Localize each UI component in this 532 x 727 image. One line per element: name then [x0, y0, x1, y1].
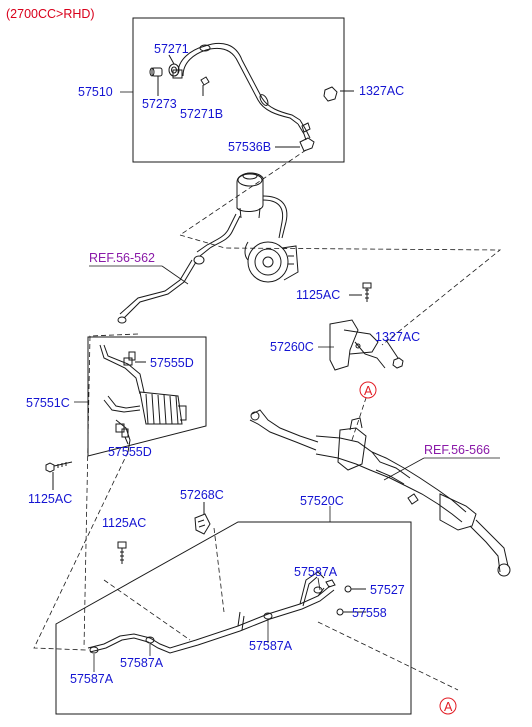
part-label-1125AC-left: 1125AC	[28, 492, 72, 506]
clip-57271B	[200, 76, 210, 96]
part-label-57260C: 57260C	[270, 340, 314, 354]
part-label-57555D-top: 57555D	[150, 356, 194, 370]
diagram-title: (2700CC>RHD)	[6, 7, 95, 21]
part-label-57273: 57273	[142, 97, 177, 111]
clamp-57555D-bottom	[115, 423, 129, 445]
part-label-57551C: 57551C	[26, 396, 70, 410]
part-label-57510: 57510	[78, 85, 113, 99]
power-steering-pump	[244, 241, 299, 283]
marker-a-top-label: A	[364, 384, 373, 398]
part-label-57587A-mid: 57587A	[120, 656, 164, 670]
bolt-1327AC-top	[323, 86, 354, 102]
bolt-1125AC-left	[45, 461, 73, 490]
ref-566-leader	[383, 457, 500, 481]
part-label-57558: 57558	[352, 606, 387, 620]
reference-56-562: REF.56-562	[89, 251, 155, 265]
return-pipe-57520C	[87, 571, 336, 654]
part-label-57271: 57271	[154, 42, 189, 56]
ref-562-leader	[89, 265, 189, 285]
part-label-57527: 57527	[370, 583, 405, 597]
connection-lines-bottom	[33, 451, 459, 691]
part-label-57268C: 57268C	[180, 488, 224, 502]
return-hose-57510	[172, 42, 311, 141]
label-leaders	[93, 577, 321, 672]
part-label-57587A-left: 57587A	[70, 672, 114, 686]
marker-a-bottom: A	[439, 697, 457, 715]
part-label-1125AC-bottom: 1125AC	[102, 516, 146, 530]
part-label-57555D-bottom: 57555D	[108, 445, 152, 459]
bolt-1125AC-bottom	[117, 541, 127, 564]
part-label-57271B: 57271B	[180, 107, 223, 121]
box-57520C	[55, 506, 412, 715]
clamp-57555D-top	[123, 351, 146, 366]
marker-a-top: A	[359, 381, 377, 399]
pressure-hose	[117, 213, 241, 324]
reservoir	[236, 172, 288, 239]
plug-57273	[149, 67, 163, 96]
fitting-57536B	[275, 137, 315, 152]
clamp-57527	[344, 585, 366, 593]
marker-a-bottom-label: A	[444, 700, 453, 714]
bolt-1327AC-mid	[385, 339, 404, 369]
part-label-57520C: 57520C	[300, 494, 344, 508]
part-label-57536B: 57536B	[228, 140, 271, 154]
leader-gear-box	[351, 397, 367, 441]
bolt-1125AC-mid	[349, 282, 372, 302]
part-label-1125AC-mid: 1125AC	[296, 288, 340, 302]
reference-56-566: REF.56-566	[424, 443, 490, 457]
connection-lines-top	[83, 149, 502, 649]
steering-gear-box	[249, 409, 511, 577]
box-57510	[120, 17, 345, 163]
clamp-57271	[168, 54, 180, 77]
part-label-57587A-center: 57587A	[249, 639, 293, 653]
clip-57558	[336, 608, 366, 616]
bracket-57260C	[329, 319, 386, 371]
part-label-1327AC-top: 1327AC	[359, 84, 404, 98]
bracket-57268C	[194, 502, 211, 535]
part-label-57587A-right: 57587A	[294, 565, 338, 579]
part-label-1327AC-mid: 1327AC	[375, 330, 420, 344]
box-57551C	[74, 336, 207, 457]
